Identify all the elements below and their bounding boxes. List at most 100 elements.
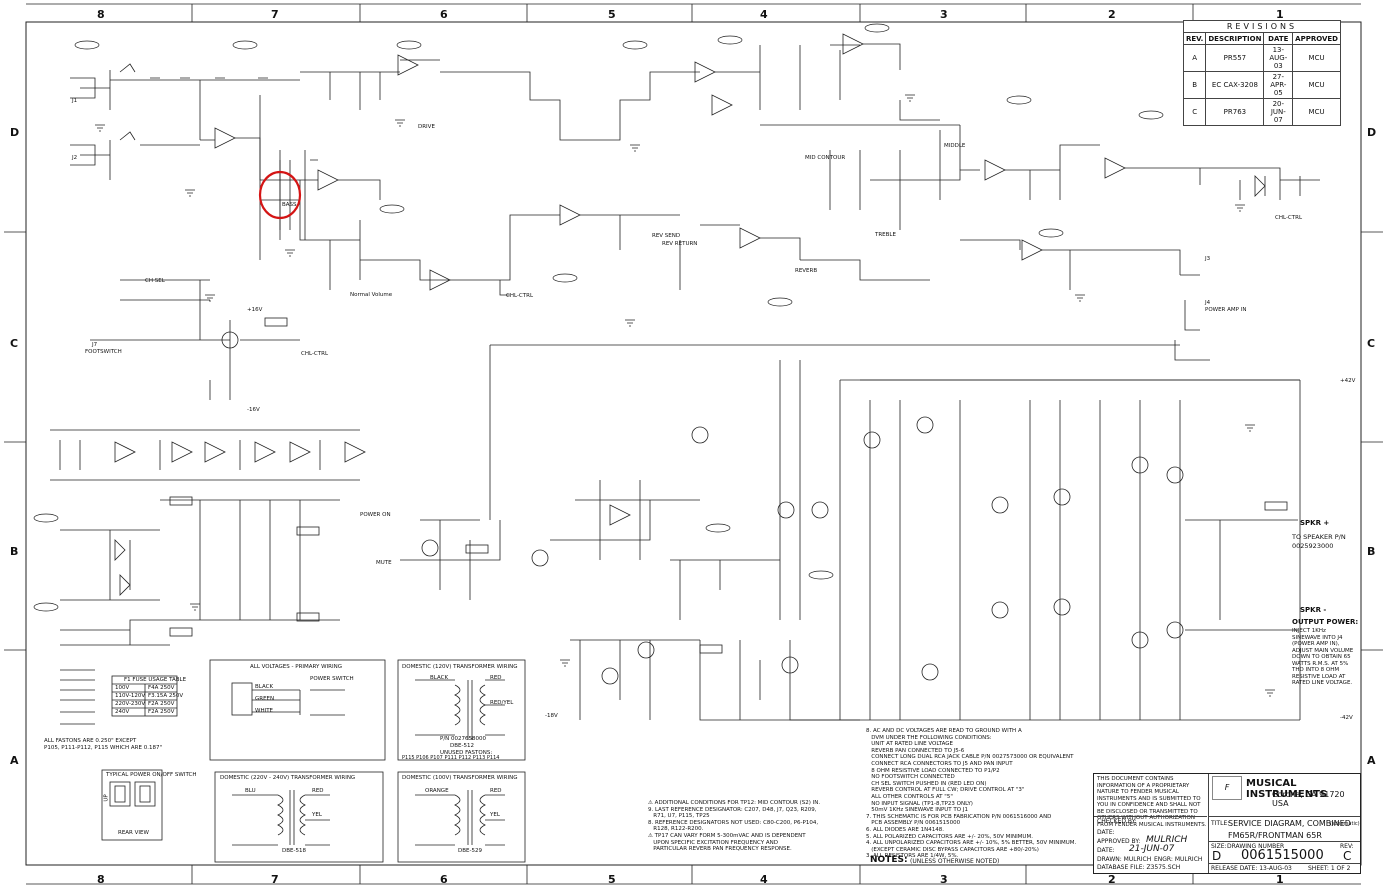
jack-j2: J2: [72, 155, 78, 161]
chl-ctrl-label-3: CHL-CTRL: [301, 351, 329, 357]
rev-header-date: DATE: [1263, 32, 1294, 45]
zone-left-B: B: [10, 545, 19, 558]
domestic100-title: DOMESTIC (100V) TRANSFORMER WIRING: [402, 775, 518, 781]
divider: [1208, 841, 1360, 842]
proprietary-notice: THIS DOCUMENT CONTAINS INFORMATION OF A …: [1097, 776, 1207, 828]
rail-neg16: -16V: [247, 407, 260, 413]
size-label: SIZE:: [1211, 843, 1227, 850]
rev-send-label: REV SEND: [652, 233, 681, 239]
rail-pos42: +42V: [1340, 378, 1356, 384]
wire-black-120: BLACK: [430, 675, 449, 681]
chl-ctrl-label-1: CHL-CTRL: [1275, 215, 1303, 221]
drawn-by: DRAWN: MULRICH: [1097, 856, 1152, 863]
approved-date: DATE:: [1097, 847, 1115, 854]
unused-fastons: UNUSED FASTONS:: [440, 750, 493, 756]
title-note: (schematic): [1330, 821, 1360, 827]
zone-right-D: D: [1367, 126, 1377, 139]
rev-cell: MCU: [1292, 44, 1341, 72]
date-signature: 21-JUN-07: [1129, 844, 1175, 854]
zone-top-2: 2: [1108, 8, 1116, 21]
zone-right-B: B: [1367, 545, 1376, 558]
fuse-cell: F2A 250V: [148, 709, 175, 715]
switch-up-label: UP: [103, 794, 110, 802]
wire-orange-100: ORANGE: [425, 788, 449, 794]
zone-top-4: 4: [760, 8, 768, 21]
wire-black: BLACK: [255, 684, 274, 690]
wire-red-100: RED: [490, 788, 502, 794]
wire-yel-100: YEL: [490, 812, 500, 818]
rail-neg18: -18V: [545, 713, 558, 719]
company-name: MUSICAL INSTRUMENTS: [1246, 778, 1328, 800]
revisions-title: REVISIONS: [1183, 20, 1341, 33]
notes-left: ⚠ ADDITIONAL CONDITIONS FOR TP12: MID CO…: [648, 800, 821, 853]
highlight-circle: [258, 170, 302, 220]
zone-bottom-4: 4: [760, 873, 768, 886]
title-label: TITLE:: [1211, 820, 1230, 827]
wire-blu-240: BLU: [245, 788, 256, 794]
zone-bottom-7: 7: [271, 873, 279, 886]
engineer: ENGR: MULRICH: [1154, 856, 1203, 863]
drawing-number: 0061515000: [1241, 848, 1324, 863]
notes-right: 8. AC AND DC VOLTAGES ARE READ TO GROUND…: [866, 728, 1077, 860]
release-date: RELEASE DATE: 13-AUG-03: [1211, 865, 1292, 872]
fuse-cell: 240V: [115, 709, 130, 715]
chl-ctrl-label-2: CHL-CTRL: [506, 293, 534, 299]
normal-volume-label: Normal Volume: [350, 292, 393, 298]
rev-header-rev: REV.: [1182, 32, 1207, 45]
bass-pot-label: BASS: [282, 202, 297, 208]
jack-j4: J4: [1205, 300, 1211, 306]
notes-sub: (UNLESS OTHERWISE NOTED): [910, 858, 1000, 865]
jack-j7: J7: [92, 342, 98, 348]
wire-redyel-120: RED/YEL: [490, 700, 514, 706]
zone-bottom-5: 5: [608, 873, 616, 886]
wire-green: GREEN: [255, 696, 275, 702]
zone-bottom-6: 6: [440, 873, 448, 886]
title-block: THIS DOCUMENT CONTAINS INFORMATION OF A …: [1093, 773, 1361, 874]
middle-label: MIDDLE: [944, 143, 966, 149]
fuse-table-title: F1 FUSE USAGE TABLE: [124, 677, 187, 683]
revisions-table: REVISIONS REV. DESCRIPTION DATE APPROVED…: [1182, 20, 1341, 126]
reverb-label: REVERB: [795, 268, 818, 274]
typical-switch-title: TYPICAL POWER ON/OFF SWITCH: [106, 772, 197, 778]
rev-header-desc: DESCRIPTION: [1205, 32, 1265, 45]
rev-cell: MCU: [1292, 98, 1341, 126]
rev-return-label: REV RETURN: [662, 241, 698, 247]
footswitch-label: FOOTSWITCH: [85, 349, 122, 355]
revision-row: B EC CAX-3208 27-APR-05 MCU: [1182, 71, 1341, 99]
rev-cell: A: [1182, 44, 1207, 72]
checked-date: DATE:: [1097, 829, 1115, 836]
rev-cell: EC CAX-3208: [1205, 71, 1265, 99]
zone-right-C: C: [1367, 337, 1376, 350]
zone-top-1: 1: [1276, 8, 1284, 21]
domestic240-sub: DBE-518: [282, 848, 306, 854]
domestic240-title: DOMESTIC (220V - 240V) TRANSFORMER WIRIN…: [220, 775, 356, 781]
zone-top-3: 3: [940, 8, 948, 21]
rev-cell: 27-APR-05: [1263, 71, 1294, 99]
wire-red-240: RED: [312, 788, 324, 794]
divider: [1208, 774, 1209, 873]
domestic100-sub: DBE-529: [458, 848, 482, 854]
rev-value: C: [1343, 849, 1352, 863]
domestic120-sub: DBE-512: [450, 743, 474, 749]
domestic120-pn: P/N 0027658000: [440, 736, 487, 742]
rev-cell: 20-JUN-07: [1263, 98, 1294, 126]
output-power-label: OUTPUT POWER:: [1292, 618, 1359, 626]
speaker-pn: 0025923000: [1292, 542, 1334, 550]
zone-top-5: 5: [608, 8, 616, 21]
fuse-cell: F2A 250V: [148, 701, 175, 707]
mid-contour-label: MID CONTOUR: [805, 155, 846, 161]
database-file: DATABASE FILE: Z3575.SCH: [1097, 864, 1181, 871]
ch-sel-label: CH SEL: [145, 278, 165, 284]
notes-header: NOTES:: [870, 855, 908, 865]
rail-pos16: +16V: [247, 307, 263, 313]
fender-logo: F: [1212, 776, 1242, 800]
mute-label: MUTE: [376, 560, 392, 566]
rev-cell: MCU: [1292, 71, 1341, 99]
zone-bottom-8: 8: [97, 873, 105, 886]
power-on-label: POWER ON: [360, 512, 391, 518]
drawing-number-label: DRAWING NUMBER: [1227, 843, 1285, 850]
zone-top-8: 8: [97, 8, 105, 21]
spkr-minus-label: SPKR -: [1300, 606, 1327, 614]
divider: [1208, 816, 1360, 817]
